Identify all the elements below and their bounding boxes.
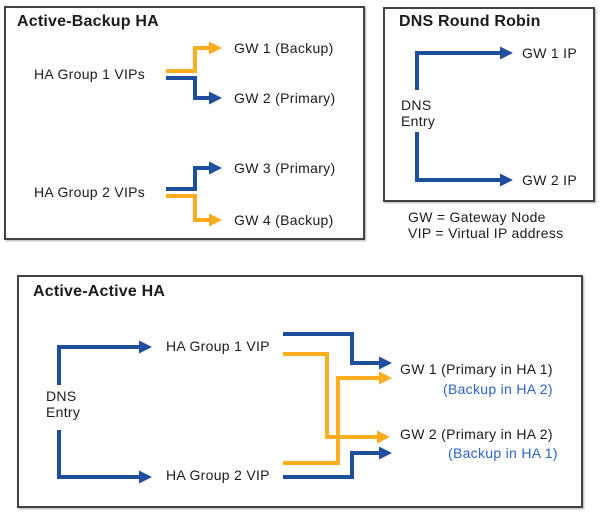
gw2-ip-label: GW 2 IP (522, 171, 577, 188)
gw2-primary-ha2-label: GW 2 (Primary in HA 2) (400, 425, 553, 442)
dns-round-robin-title: DNS Round Robin (399, 13, 541, 30)
ha-group-1-vips-label: HA Group 1 VIPs (34, 65, 146, 82)
ha-group-1-vip-label: HA Group 1 VIP (166, 337, 270, 354)
dns-entry-label-2: DNS Entry (46, 388, 81, 421)
ha-group-2-vip-label: HA Group 2 VIP (166, 466, 270, 483)
gw2-primary-label: GW 2 (Primary) (234, 89, 336, 106)
gw1-primary-ha1-label: GW 1 (Primary in HA 1) (400, 360, 553, 377)
legend-gw-definition: GW = Gateway Node (408, 208, 546, 225)
dns-entry-label: DNS Entry (401, 97, 436, 130)
gw1-backup-ha2-label: (Backup in HA 2) (443, 380, 553, 397)
gw3-primary-label: GW 3 (Primary) (234, 159, 336, 176)
gw4-backup-label: GW 4 (Backup) (234, 211, 334, 228)
gw1-ip-label: GW 1 IP (522, 44, 577, 61)
legend-vip-definition: VIP = Virtual IP address (408, 224, 564, 241)
ha-group-2-vips-label: HA Group 2 VIPs (34, 183, 146, 200)
active-active-ha-title: Active-Active HA (33, 283, 166, 300)
gw1-backup-label: GW 1 (Backup) (234, 39, 334, 56)
gw2-backup-ha1-label: (Backup in HA 1) (448, 444, 558, 461)
active-backup-ha-title: Active-Backup HA (17, 13, 159, 30)
